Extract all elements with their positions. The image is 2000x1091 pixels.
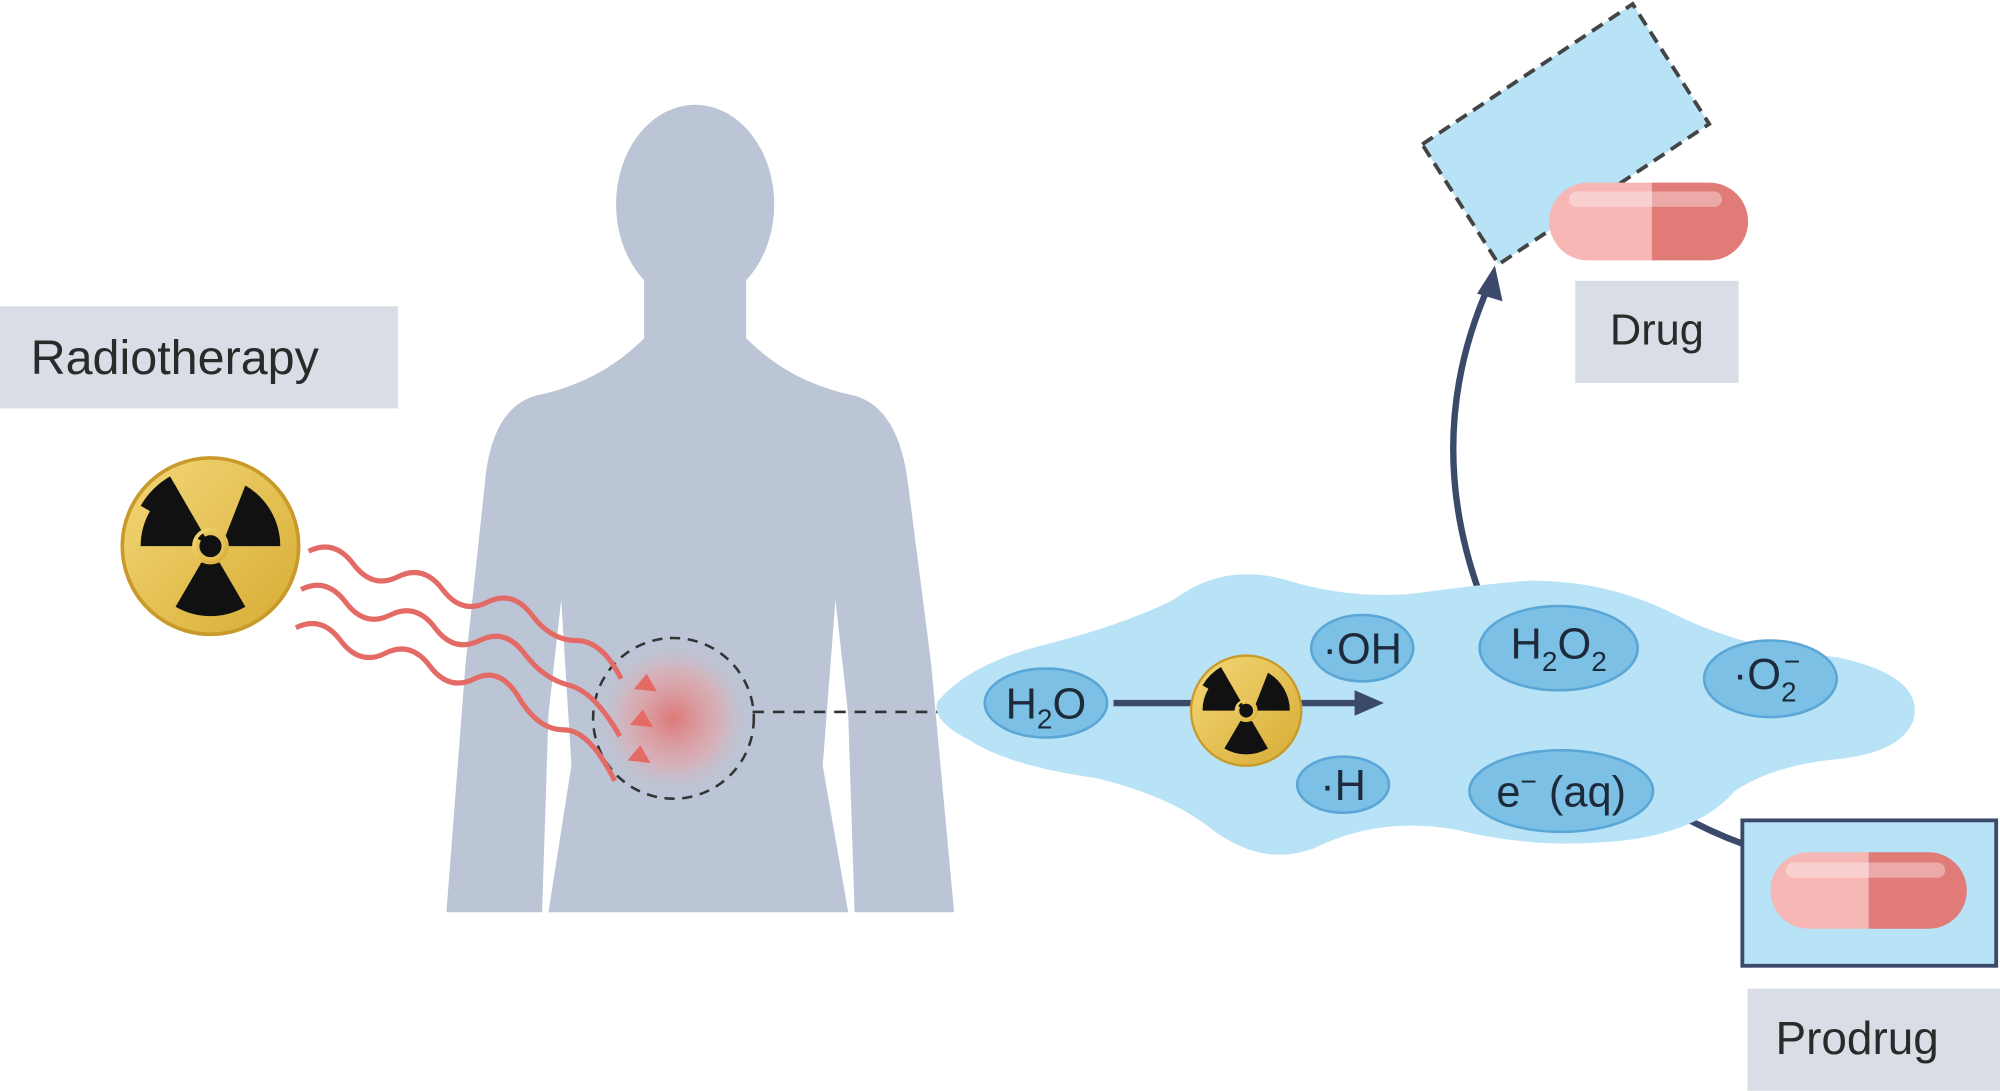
- prodrug-label: Prodrug: [1776, 1012, 1939, 1064]
- radiation-hazard-icon: [120, 456, 301, 637]
- peroxide-bubble: [1478, 604, 1640, 692]
- electron-label: e− (aq): [1496, 766, 1626, 816]
- superoxide-label: ·O2−: [1733, 646, 1800, 708]
- hydroxyl-label: ·OH: [1323, 625, 1402, 673]
- radiation-wave: [294, 621, 618, 782]
- water-bubble: [983, 667, 1109, 739]
- hydrogen-label: ·H: [1320, 762, 1366, 810]
- radiation-wave: [307, 544, 624, 680]
- radiation-wave: [299, 582, 623, 738]
- prodrug-label-box: [1747, 988, 2000, 1091]
- tumor-outline: [591, 636, 756, 800]
- radiation-hazard-icon: [1189, 654, 1303, 768]
- drug-label-box: [1575, 280, 1739, 383]
- peroxide-label: H2O2: [1511, 620, 1607, 677]
- water-label: H2O: [1006, 680, 1087, 734]
- human-silhouette: [446, 104, 955, 913]
- drug-pill-icon: [1549, 182, 1749, 261]
- arrowhead-icon: [1477, 265, 1503, 302]
- radiotherapy-label-box: [0, 306, 398, 409]
- drug-label: Drug: [1610, 307, 1704, 355]
- radiation-waves: [294, 544, 624, 782]
- arrowhead-icon: [1354, 690, 1384, 716]
- hydroxyl-bubble: [1309, 613, 1415, 683]
- wave-arrowheads: [627, 673, 657, 763]
- superoxide-bubble: [1702, 639, 1839, 719]
- cellular-fluid: [936, 574, 1915, 855]
- radiotherapy-label: Radiotherapy: [31, 331, 320, 385]
- released-drug-container: [1419, 1, 1712, 267]
- prodrug-pill-icon: [1770, 852, 1967, 929]
- activation-arrow: [1450, 282, 1493, 595]
- electron-bubble: [1468, 748, 1655, 834]
- hydrogen-bubble: [1295, 755, 1391, 814]
